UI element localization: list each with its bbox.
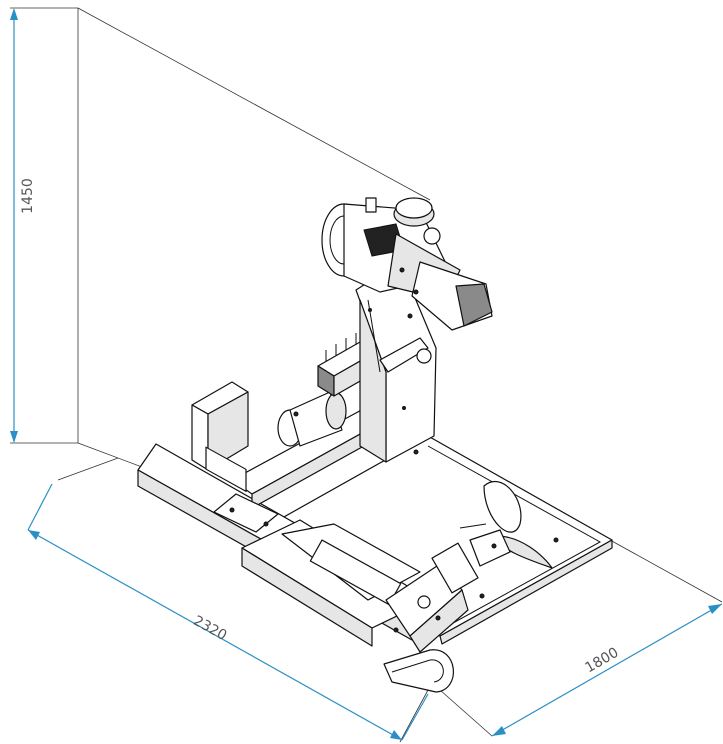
width-dimension-label: 1800 [583, 645, 622, 677]
tire-changer-machine [137, 197, 613, 693]
length-dimension-label: 2320 [190, 613, 229, 644]
tire-support [459, 480, 553, 569]
height-dimension: 1450 [10, 8, 36, 443]
base-platform [249, 435, 613, 645]
head-assembly [321, 197, 493, 331]
control-box [191, 381, 249, 471]
motor-unit [277, 391, 347, 447]
column [355, 261, 437, 463]
width-dimension: 1800 [491, 603, 723, 737]
lower-clamp [385, 542, 479, 653]
bounding-box-lines [10, 7, 723, 743]
height-dimension-label: 1450 [20, 178, 36, 214]
front-handle [383, 649, 454, 693]
